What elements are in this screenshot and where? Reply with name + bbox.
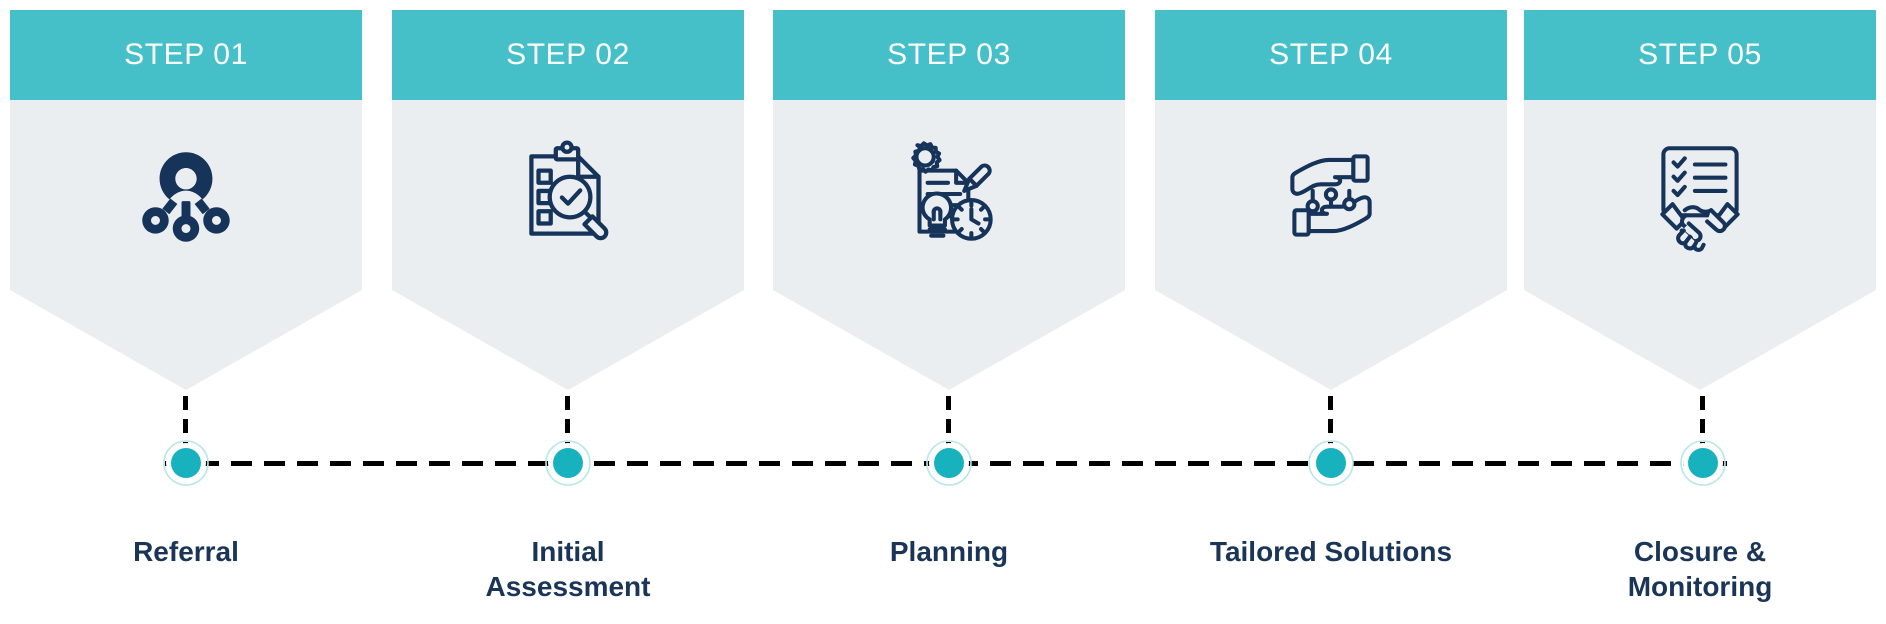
step-card-3-header: STEP 03: [773, 10, 1125, 100]
step-card-3[interactable]: STEP 03: [773, 10, 1125, 390]
step-card-4[interactable]: STEP 04: [1155, 10, 1507, 390]
person-network-icon: [125, 134, 247, 256]
step-card-5-header: STEP 05: [1524, 10, 1876, 100]
hands-sliders-icon: [1270, 134, 1392, 256]
timeline-dot-1[interactable]: [163, 440, 209, 486]
step-card-1[interactable]: STEP 01: [10, 10, 362, 390]
step-card-2-chevron: [392, 290, 744, 390]
step-card-1-header: STEP 01: [10, 10, 362, 100]
timeline-dot-3[interactable]: [926, 440, 972, 486]
step-card-5-header-label: STEP 05: [1638, 38, 1762, 71]
step-card-2-header-label: STEP 02: [506, 38, 630, 71]
step-label-1: Referral: [133, 536, 239, 567]
timeline-dot-2[interactable]: [545, 440, 591, 486]
step-card-5[interactable]: STEP 05: [1524, 10, 1876, 390]
step-label-3: Planning: [889, 536, 1009, 567]
handshake-checklist-icon: [1639, 134, 1761, 256]
step-label-4: Tailored Solutions: [1209, 536, 1453, 567]
step-card-3-chevron: [773, 290, 1125, 390]
step-card-1-body: [10, 100, 362, 290]
step-card-2-body: [392, 100, 744, 290]
step-card-1-header-label: STEP 01: [124, 38, 248, 71]
step-card-3-body: [773, 100, 1125, 290]
clipboard-magnifier-check-icon: [507, 134, 629, 256]
timeline-dashed-line: [165, 461, 1727, 466]
step-card-5-body: [1524, 100, 1876, 290]
step-card-2[interactable]: STEP 02: [392, 10, 744, 390]
step-card-1-chevron: [10, 290, 362, 390]
step-card-4-header: STEP 04: [1155, 10, 1507, 100]
step-card-2-header: STEP 02: [392, 10, 744, 100]
step-card-4-body: [1155, 100, 1507, 290]
step-card-5-chevron: [1524, 290, 1876, 390]
step-card-3-header-label: STEP 03: [887, 38, 1011, 71]
gear-document-bulb-clock-icon: [888, 134, 1010, 256]
step-label-5: Closure & Monitoring: [1627, 536, 1773, 602]
step-card-4-header-label: STEP 04: [1269, 38, 1393, 71]
step-label-2: Initial Assessment: [485, 536, 651, 602]
step-card-4-chevron: [1155, 290, 1507, 390]
timeline-dot-4[interactable]: [1308, 440, 1354, 486]
timeline-dot-5[interactable]: [1680, 440, 1726, 486]
